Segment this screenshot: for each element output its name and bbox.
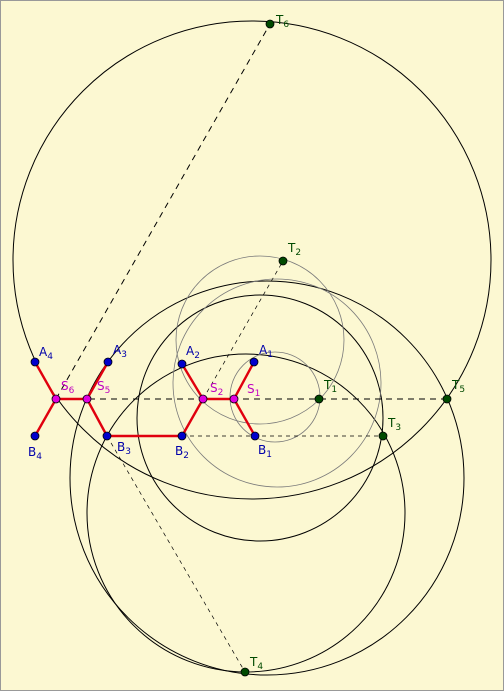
point-b3[interactable] [102, 431, 112, 441]
red-segment-s1-a1 [232, 360, 256, 401]
point-b1[interactable] [250, 431, 260, 441]
label-b1: B1 [258, 443, 272, 460]
label-b2: B2 [175, 444, 189, 461]
label-b4: B4 [28, 445, 42, 462]
point-a2[interactable] [177, 359, 187, 369]
label-a3: A3 [113, 343, 127, 360]
point-t5[interactable] [442, 394, 452, 404]
label-a1: A1 [259, 343, 273, 360]
point-b2[interactable] [177, 431, 187, 441]
circle-small-middle [172, 278, 382, 488]
red-segment-b2-s2 [180, 397, 205, 438]
dashed-line-to-t4 [106, 435, 246, 673]
label-t2: T2 [287, 241, 301, 258]
point-b4[interactable] [30, 431, 40, 441]
label-t5: T5 [451, 378, 465, 395]
point-s5[interactable] [82, 394, 92, 404]
circle-small-upper [175, 255, 345, 425]
dashed-line-to-t2 [202, 260, 284, 400]
label-t1: T1 [323, 378, 337, 395]
dashed-line-to-t6 [55, 23, 271, 400]
point-t4[interactable] [240, 667, 250, 677]
point-s2[interactable] [198, 394, 208, 404]
label-t3: T3 [387, 416, 401, 433]
point-a1[interactable] [249, 357, 259, 367]
point-s6[interactable] [51, 394, 61, 404]
label-b3: B3 [117, 440, 131, 457]
red-segment-a4-s6 [33, 360, 58, 401]
label-a4: A4 [39, 345, 53, 362]
label-s1: S1 [247, 382, 260, 399]
red-segment-s5-b3 [85, 397, 109, 438]
point-a3[interactable] [103, 357, 113, 367]
point-t2[interactable] [278, 256, 288, 266]
circle-large-top [12, 20, 492, 500]
label-t4: T4 [249, 655, 263, 672]
point-t6[interactable] [265, 19, 275, 29]
label-s6: S6 [61, 379, 75, 396]
circle-large-bottom [69, 280, 465, 676]
label-s5: S5 [97, 379, 110, 396]
label-t6: T6 [275, 13, 289, 30]
circle-medium-center [136, 294, 384, 542]
label-s2: S2 [210, 381, 223, 398]
point-s1[interactable] [229, 394, 239, 404]
red-segment-s6-b4 [33, 397, 58, 438]
red-segment-s1-b1 [232, 397, 257, 438]
point-t1[interactable] [314, 394, 324, 404]
point-a4[interactable] [30, 357, 40, 367]
red-segment-s5-a3 [85, 360, 110, 401]
label-a2: A2 [186, 344, 200, 361]
red-segment-a2-s2 [180, 362, 205, 401]
point-t3[interactable] [378, 431, 388, 441]
